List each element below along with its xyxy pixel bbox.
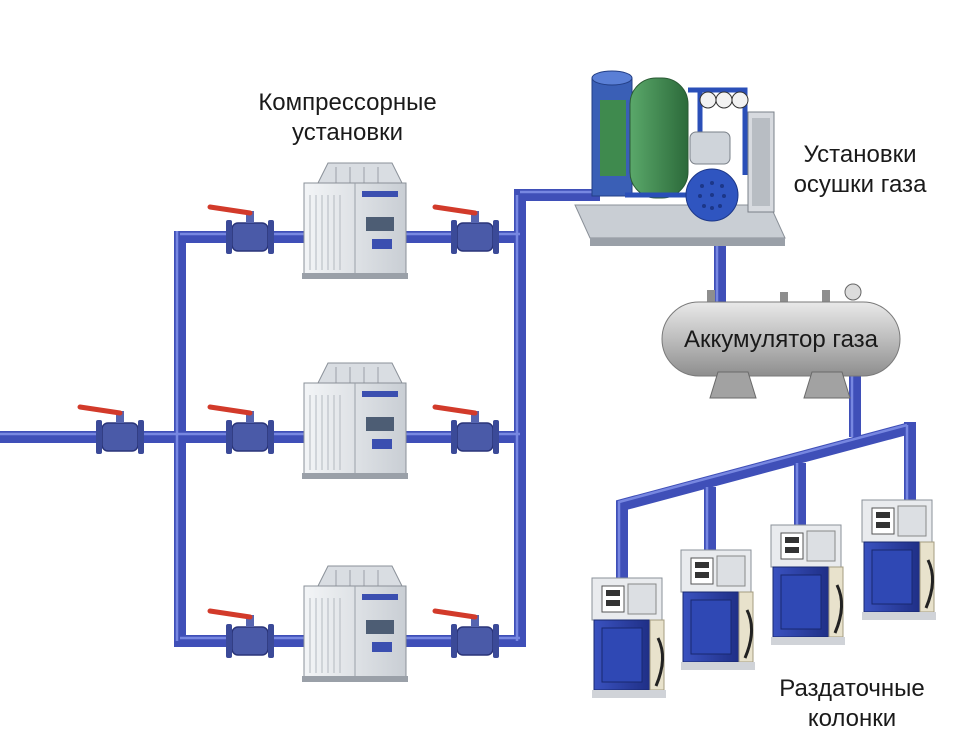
compressors-label-line-1: Компрессорные — [258, 89, 437, 116]
compressor-unit-icon[interactable] — [302, 162, 408, 279]
dispensers-label-line-2: колонки — [807, 705, 897, 732]
gas-tank-icon[interactable] — [661, 283, 901, 399]
fuel-dispenser-icon[interactable] — [861, 499, 936, 620]
gas-dryer-unit-icon[interactable] — [574, 70, 786, 246]
dryers-label-line-2: осушки газа — [793, 171, 927, 198]
dryers-label-line-1: Установки — [803, 141, 917, 168]
compressor-unit-icon[interactable] — [302, 362, 408, 479]
ball-valve-icon[interactable] — [432, 404, 499, 454]
fuel-dispenser-icon[interactable] — [591, 577, 666, 698]
fuel-dispenser-icon[interactable] — [770, 524, 845, 645]
dryers-label: Установки осушки газа — [770, 140, 950, 200]
compressor-units — [302, 162, 408, 682]
accumulator-label: Аккумулятор газа — [684, 326, 878, 353]
fuel-dispensers — [591, 499, 936, 698]
compressors-label-line-2: установки — [291, 119, 404, 146]
dispensers-label-line-1: Раздаточные — [779, 675, 925, 702]
ball-valve-icon[interactable] — [432, 204, 499, 254]
dispensers-label: Раздаточные колонки — [762, 674, 942, 734]
ball-valve-icon[interactable] — [77, 404, 144, 454]
ball-valve-icon[interactable] — [207, 204, 274, 254]
fuel-dispenser-icon[interactable] — [680, 549, 755, 670]
valves — [77, 204, 499, 658]
ball-valve-icon[interactable] — [207, 608, 274, 658]
ball-valve-icon[interactable] — [207, 404, 274, 454]
ball-valve-icon[interactable] — [432, 608, 499, 658]
compressors-label: Компрессорные установки — [240, 88, 455, 148]
compressor-unit-icon[interactable] — [302, 565, 408, 682]
